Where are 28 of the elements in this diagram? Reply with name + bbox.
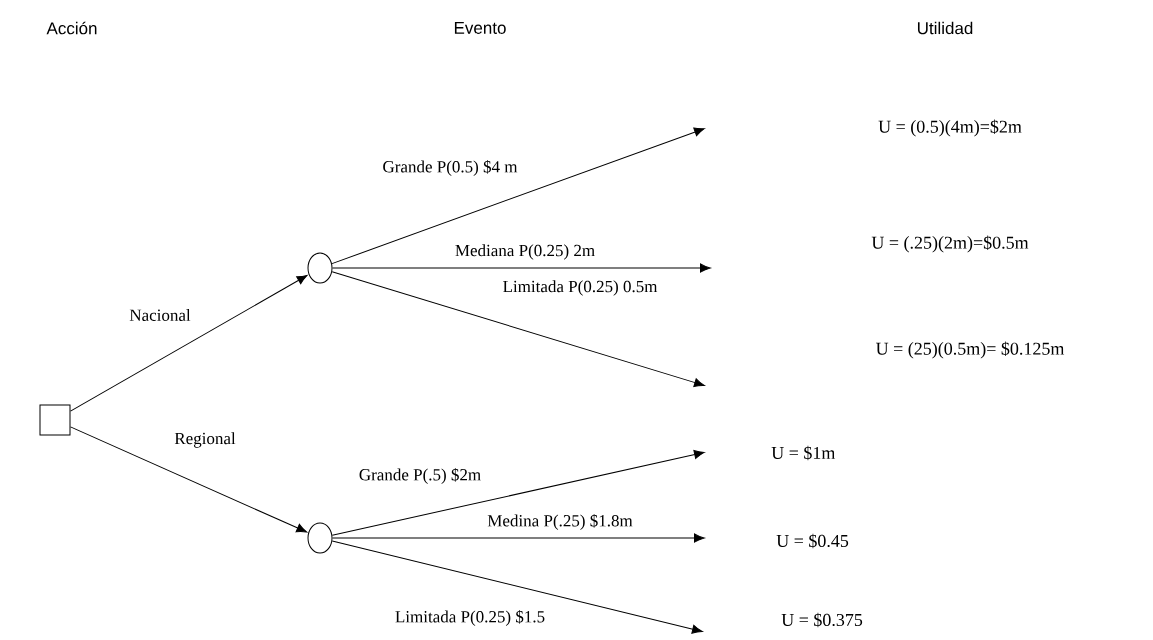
arrow <box>331 540 703 634</box>
arrow <box>332 263 711 273</box>
utility-formula: U = $0.45 <box>776 533 849 549</box>
edge-label: Grande P(.5) $2m <box>359 468 481 484</box>
decision-square <box>39 404 71 436</box>
chance-circle <box>307 522 333 554</box>
edge-label: Limitada P(0.25) $1.5 <box>395 610 545 626</box>
utility-formula: U = $0.375 <box>781 612 863 628</box>
utility-formula: U = (0.5)(4m)=$2m <box>878 119 1022 137</box>
utility-formula: U = $1m <box>771 445 836 461</box>
arrow <box>331 271 705 388</box>
edge-label: Regional <box>174 432 236 448</box>
arrow <box>331 127 705 265</box>
utility-formula: U = (.25)(2m)=$0.5m <box>871 235 1029 253</box>
column-header: Utilidad <box>918 21 973 35</box>
arrow <box>70 426 308 533</box>
edge-label: Medina P(.25) $1.8m <box>487 514 633 530</box>
chance-circle <box>307 252 333 284</box>
utility-formula: U = (25)(0.5m)= $0.125m <box>876 341 1065 359</box>
arrow <box>70 274 308 412</box>
column-header: Evento <box>454 22 506 34</box>
edge-label: Mediana P(0.25) 2m <box>455 244 595 260</box>
edge-label: Limitada P(0.25) 0.5m <box>503 280 658 296</box>
edge-label: Nacional <box>129 309 191 321</box>
arrow <box>331 450 705 536</box>
column-header: Acción <box>46 21 97 35</box>
arrow <box>332 533 705 543</box>
edge-label: Grande P(0.5) $4 m <box>383 160 518 176</box>
